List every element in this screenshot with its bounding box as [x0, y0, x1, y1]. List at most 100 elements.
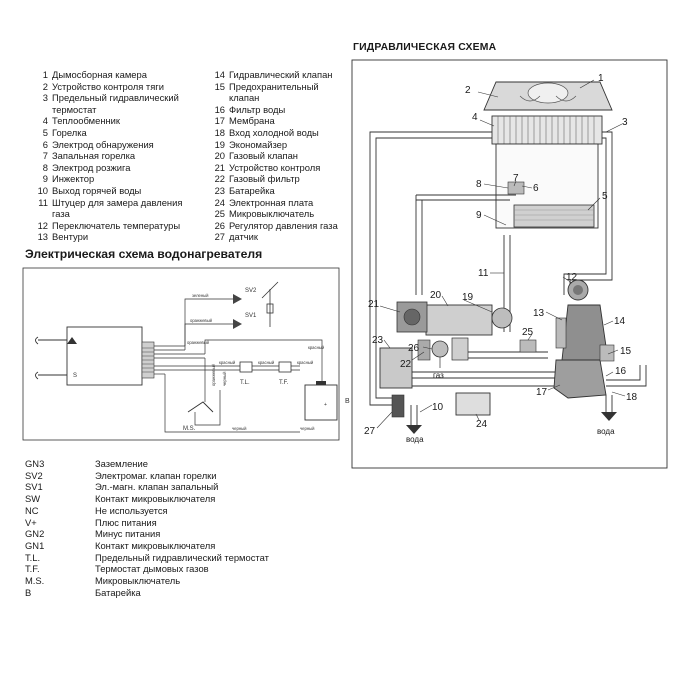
- svg-text:10: 10: [432, 402, 444, 413]
- svg-text:23: 23: [372, 335, 384, 346]
- svg-text:13: 13: [533, 308, 545, 319]
- svg-text:12: 12: [566, 272, 578, 283]
- svg-text:9: 9: [476, 210, 482, 221]
- electric-frame: [22, 267, 340, 441]
- legend-item: V+Плюс питания: [25, 516, 157, 528]
- svg-text:7: 7: [513, 173, 519, 184]
- sensor: [391, 394, 405, 418]
- svg-text:красный: красный: [219, 360, 236, 365]
- burner: [513, 204, 595, 228]
- svg-text:3: 3: [622, 117, 628, 128]
- electric-schema-title: Электрическая схема водонагревателя: [25, 247, 263, 261]
- svg-text:20: 20: [430, 290, 442, 301]
- microswitch: [519, 339, 537, 353]
- svg-text:оранжевый: оранжевый: [187, 340, 210, 345]
- svg-text:5: 5: [602, 191, 608, 202]
- part-item: термостат: [52, 103, 97, 115]
- svg-text:8: 8: [476, 179, 482, 190]
- sv2-label: SV2: [245, 288, 257, 294]
- svg-text:4: 4: [472, 112, 478, 123]
- svg-text:оранжевый: оранжевый: [211, 363, 216, 386]
- svg-text:2: 2: [465, 85, 471, 96]
- svg-text:21: 21: [368, 299, 380, 310]
- battery-pack: [379, 347, 413, 389]
- battery: [304, 384, 338, 421]
- svg-text:15: 15: [620, 346, 632, 357]
- svg-text:14: 14: [614, 316, 626, 327]
- svg-text:M.S.: M.S.: [183, 426, 196, 432]
- svg-text:зеленый: зеленый: [192, 293, 209, 298]
- svg-text:18: 18: [626, 392, 638, 403]
- svg-text:красный: красный: [258, 360, 275, 365]
- svg-text:16: 16: [615, 366, 627, 377]
- legend-item: M.S.Микровыключатель: [25, 575, 181, 587]
- svg-text:оранжевый: оранжевый: [190, 318, 213, 323]
- water-in-label: вода: [597, 427, 615, 436]
- svg-text:11: 11: [478, 268, 489, 279]
- svg-text:19: 19: [462, 292, 474, 303]
- legend-item: T.L.Предельный гидравлический термостат: [25, 551, 269, 563]
- svg-text:черный: черный: [300, 426, 315, 431]
- heat-exchanger: [491, 115, 603, 145]
- svg-text:25: 25: [522, 327, 534, 338]
- svg-text:B: B: [345, 398, 350, 405]
- svg-text:24: 24: [476, 419, 488, 430]
- svg-text:T.L.: T.L.: [240, 380, 250, 386]
- svg-text:T.F.: T.F.: [279, 380, 289, 386]
- svg-text:красный: красный: [297, 360, 314, 365]
- svg-text:черный: черный: [232, 426, 247, 431]
- svg-text:22: 22: [400, 359, 412, 370]
- svg-text:6: 6: [533, 183, 539, 194]
- svg-text:26: 26: [408, 343, 420, 354]
- electronic-board: [455, 392, 491, 416]
- hydraulic-frame: [351, 59, 668, 469]
- svg-text:черный: черный: [222, 371, 227, 386]
- economizer: [491, 307, 513, 329]
- part-item: клапан: [229, 92, 260, 104]
- svg-text:+: +: [324, 402, 327, 408]
- gas-label: газ: [433, 371, 444, 380]
- svg-text:27: 27: [364, 426, 376, 437]
- legend-item: T.F.Термостат дымовых газов: [25, 563, 209, 575]
- water-out-label: вода: [406, 435, 424, 444]
- tl-thermostat: [239, 361, 253, 373]
- gas-pressure-regulator: [431, 340, 449, 358]
- tf-thermostat: [278, 361, 292, 373]
